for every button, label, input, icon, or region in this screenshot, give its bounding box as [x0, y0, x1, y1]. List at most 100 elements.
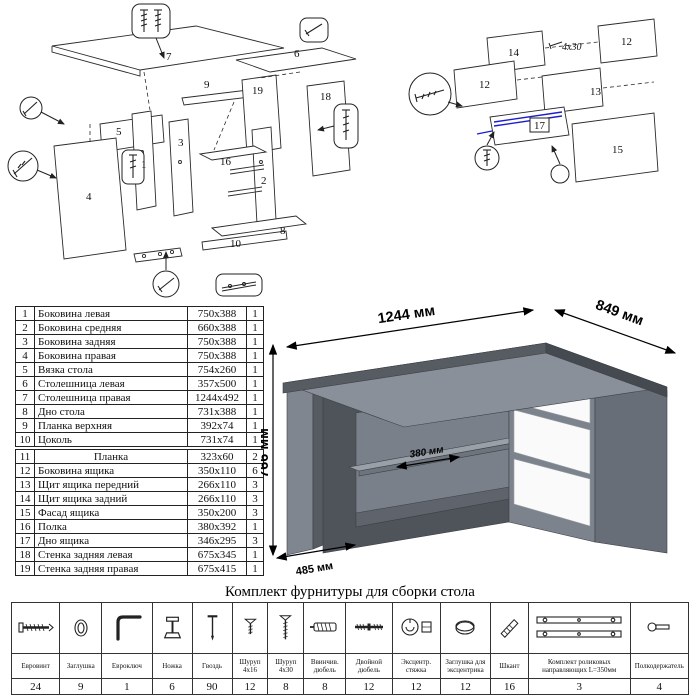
hardware-qty: 9	[60, 678, 102, 694]
hardware-item: Полкодержатель 4	[630, 603, 688, 694]
parts-table-cell: Фасад ящика	[34, 505, 188, 520]
hardware-label: Ножка	[152, 653, 192, 678]
part-number-label: 12	[621, 36, 632, 48]
part-number-label: 2	[261, 175, 267, 187]
hardware-qty: 12	[346, 678, 392, 694]
parts-table-cell: 7	[15, 390, 35, 405]
hardware-label: Евроключ	[102, 653, 152, 678]
parts-table-cell: 1	[246, 561, 264, 576]
parts-table-cell: 1	[15, 306, 35, 321]
desk-render: 1244 мм 849 мм 766 мм 380 мм 485 мм	[256, 295, 700, 585]
part-number-label: 18	[320, 91, 332, 103]
hardware-qty: 12	[392, 678, 440, 694]
part-number-label: 10	[230, 238, 242, 250]
hardware-label: Шуруп 4x30	[268, 653, 304, 678]
hardware-label: Заглушка	[60, 653, 102, 678]
furniture-leg-icon	[153, 603, 192, 653]
exploded-view-desk: 7 6 9 19 18 5 3 16 1 2 4 10 8	[4, 2, 384, 304]
parts-table-cell: 660x388	[187, 320, 247, 335]
hardware-qty: 24	[12, 678, 60, 694]
dim-height-label: 766 мм	[261, 428, 272, 478]
parts-table-cell: 4	[15, 348, 35, 363]
part-number-label: 9	[204, 79, 210, 91]
cam-lock-icon	[393, 603, 440, 653]
parts-table-cell: 266x110	[187, 477, 247, 492]
nail-icon	[193, 603, 232, 653]
shelf-pin-icon	[631, 603, 688, 653]
dim-depth-label: 849 мм	[593, 297, 645, 329]
part-number-label: 19	[252, 85, 264, 97]
hardware-table: Евровинт 24 Заглушка 9 Евроключ 1 Ножка …	[11, 602, 689, 695]
parts-table-cell: Стенка задняя правая	[34, 561, 188, 576]
parts-table-cell: Дно ящика	[34, 533, 188, 548]
parts-table-cell: 11	[15, 449, 35, 464]
parts-table-cell: Вязка стола	[34, 362, 188, 377]
hardware-item: Гвоздь 90	[192, 603, 233, 694]
parts-table-cell: 346x295	[187, 533, 247, 548]
parts-table-cell: 731x388	[187, 404, 247, 419]
exploded-desk-drawing: 7 6 9 19 18 5 3 16 1 2 4 10 8	[7, 3, 359, 298]
exploded-drawer-drawing: 14 12 12 13 15 17 4x30	[408, 18, 659, 184]
hexkey-icon	[102, 603, 151, 653]
exploded-view-drawer: 14 12 12 13 15 17 4x30	[402, 18, 698, 212]
parts-table-cell: Дно стола	[34, 404, 188, 419]
hardware-label: Евровинт	[12, 653, 60, 678]
hardware-label: Шкант	[490, 653, 528, 678]
hardware-qty: 16	[490, 678, 528, 694]
parts-table-cell: Щит ящика передний	[34, 477, 188, 492]
hardware-label: Гвоздь	[192, 653, 232, 678]
screw-4x30-icon	[268, 603, 303, 653]
parts-table-cell: 380x392	[187, 519, 247, 534]
hardware-qty: 8	[304, 678, 346, 694]
hardware-item: Двойной дюбель 12	[346, 603, 393, 694]
parts-table-cell: 3	[246, 505, 264, 520]
hardware-label: Шуруп 4x16	[232, 653, 268, 678]
parts-table-cell: 1	[246, 432, 264, 447]
dimension-arrows	[268, 307, 677, 561]
parts-table-cell: 10	[15, 432, 35, 447]
parts-table-cell: 14	[15, 491, 35, 506]
parts-table-cell: Полка	[34, 519, 188, 534]
hardware-label: Комплект роликовых направляющих L=350мм	[528, 653, 630, 678]
parts-table-cell: 19	[15, 561, 35, 576]
parts-table-cell: Боковина правая	[34, 348, 188, 363]
hardware-item: Заглушка 9	[60, 603, 103, 694]
part-number-label: 5	[116, 126, 122, 138]
hardware-label: Заглушка для эксцентрика	[440, 653, 490, 678]
part-number-label: 13	[590, 86, 602, 98]
parts-table-cell: Столешница левая	[34, 376, 188, 391]
part-number-label: 16	[220, 156, 232, 168]
parts-table-cell: 18	[15, 547, 35, 562]
part-number-label: 8	[280, 225, 286, 237]
hardware-qty: 12	[232, 678, 268, 694]
cam-cap-icon	[441, 603, 490, 653]
part-number-label: 17	[534, 120, 546, 132]
dim-shelf-depth-label: 380 мм	[409, 444, 445, 460]
parts-table-cell: Боковина средняя	[34, 320, 188, 335]
hardware-item: Шуруп 4x30 8	[268, 603, 305, 694]
desk-3d-drawing: 1244 мм 849 мм 766 мм 380 мм 485 мм	[256, 297, 677, 578]
parts-table-cell: Щит ящика задний	[34, 491, 188, 506]
screw-4x16-icon	[233, 603, 268, 653]
parts-table-cell: 17	[15, 533, 35, 548]
hardware-item: Ножка 6	[152, 603, 193, 694]
parts-table-cell: 323x60	[187, 449, 247, 464]
parts-table-cell: 750x388	[187, 348, 247, 363]
part-number-label: 15	[612, 144, 624, 156]
parts-table-cell: 12	[15, 463, 35, 478]
parts-table-cell: 15	[15, 505, 35, 520]
parts-table-cell: Боковина задняя	[34, 334, 188, 349]
parts-table-cell: 1	[246, 547, 264, 562]
parts-table-cell: Планка верхняя	[34, 418, 188, 433]
parts-table-cell: 675x345	[187, 547, 247, 562]
